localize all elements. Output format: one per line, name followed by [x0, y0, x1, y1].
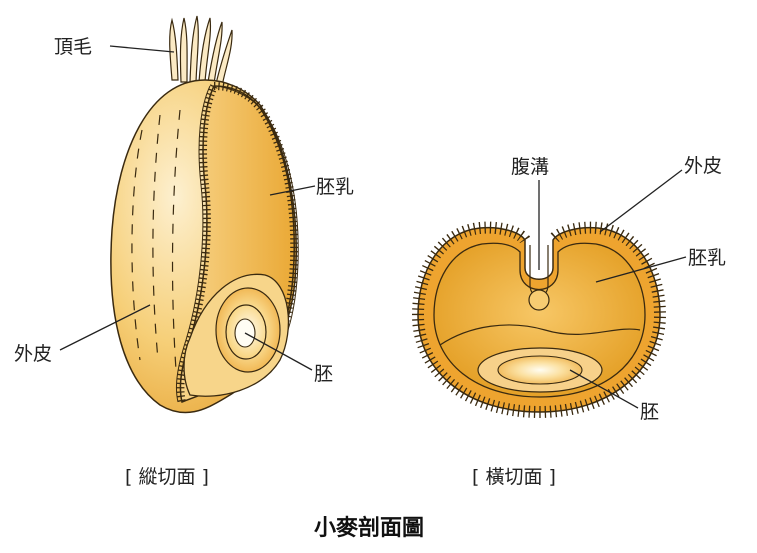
- svg-text:外皮: 外皮: [14, 343, 52, 365]
- hair-tufts: [170, 16, 232, 86]
- svg-text:胚: 胚: [314, 363, 333, 385]
- label-hair: 頂毛: [54, 36, 174, 58]
- svg-text:胚乳: 胚乳: [688, 247, 726, 269]
- svg-text:外皮: 外皮: [684, 155, 722, 177]
- longitudinal-section: 頂毛 胚乳 外皮 胚 [ 縱切面 ]: [14, 16, 354, 488]
- svg-text:頂毛: 頂毛: [54, 36, 92, 58]
- caption-cross: [ 橫切面 ]: [472, 466, 556, 488]
- page-title: 小麥剖面圖: [314, 515, 424, 541]
- cross-section: 腹溝 外皮 胚乳 胚 [ 橫切面 ]: [418, 155, 726, 488]
- cross-germ-inner: [498, 356, 582, 384]
- label-bran-cross: 外皮: [600, 155, 722, 232]
- svg-text:胚乳: 胚乳: [316, 176, 354, 198]
- svg-text:胚: 胚: [640, 401, 659, 423]
- svg-text:腹溝: 腹溝: [511, 156, 549, 178]
- caption-longitudinal: [ 縱切面 ]: [125, 466, 209, 488]
